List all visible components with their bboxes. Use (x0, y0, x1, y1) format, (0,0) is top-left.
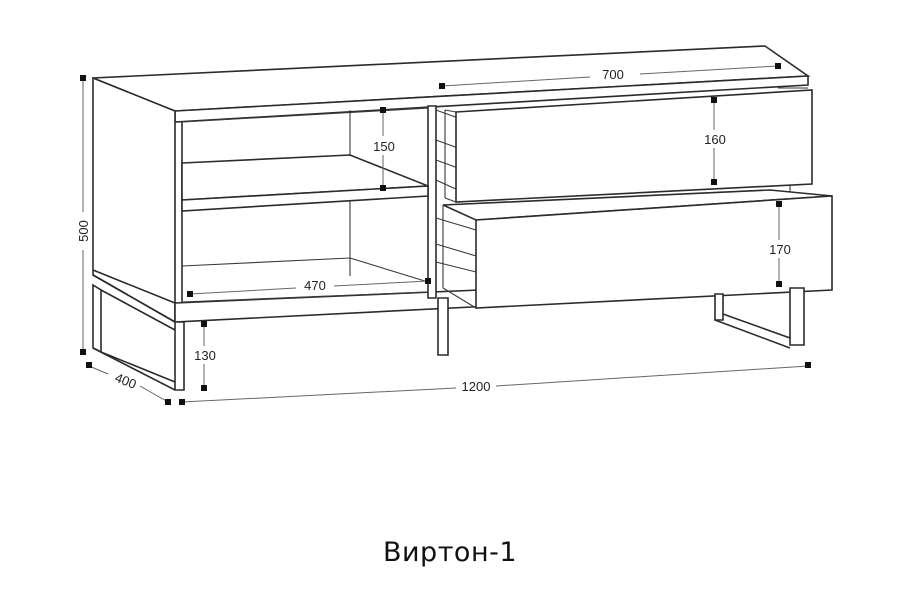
dim-label-depth: 400 (113, 370, 139, 392)
right-leg-front (789, 287, 805, 346)
lower-drawer (475, 195, 833, 309)
left-leg-front (174, 321, 185, 391)
drawer-section (435, 87, 833, 309)
dimension-lines (80, 63, 811, 405)
dimension-labels: 700 500 150 160 170 470 130 400 1200 (76, 67, 791, 394)
dim-label-height: 500 (76, 220, 91, 242)
dim-label-shelf-height: 150 (373, 139, 395, 154)
cabinet-outline (92, 45, 811, 324)
dim-label-upper-drawer-height: 160 (704, 132, 726, 147)
shelf-front-edge (181, 185, 429, 212)
dim-label-top-width: 700 (602, 67, 624, 82)
right-leg-rear (714, 293, 724, 321)
dim-label-lower-drawer-height: 170 (769, 242, 791, 257)
dim-label-leg-height: 130 (194, 348, 216, 363)
middle-leg (437, 297, 449, 356)
metal-frame (92, 283, 805, 391)
dim-label-inner-width: 470 (304, 278, 326, 293)
open-shelf-section (181, 105, 437, 303)
cabinet-left-side (92, 76, 176, 324)
dim-label-total-width: 1200 (462, 379, 491, 394)
left-leg-rear (92, 283, 102, 354)
product-caption: Виртон-1 (382, 537, 518, 568)
center-divider (427, 105, 437, 299)
upper-drawer (455, 89, 813, 203)
